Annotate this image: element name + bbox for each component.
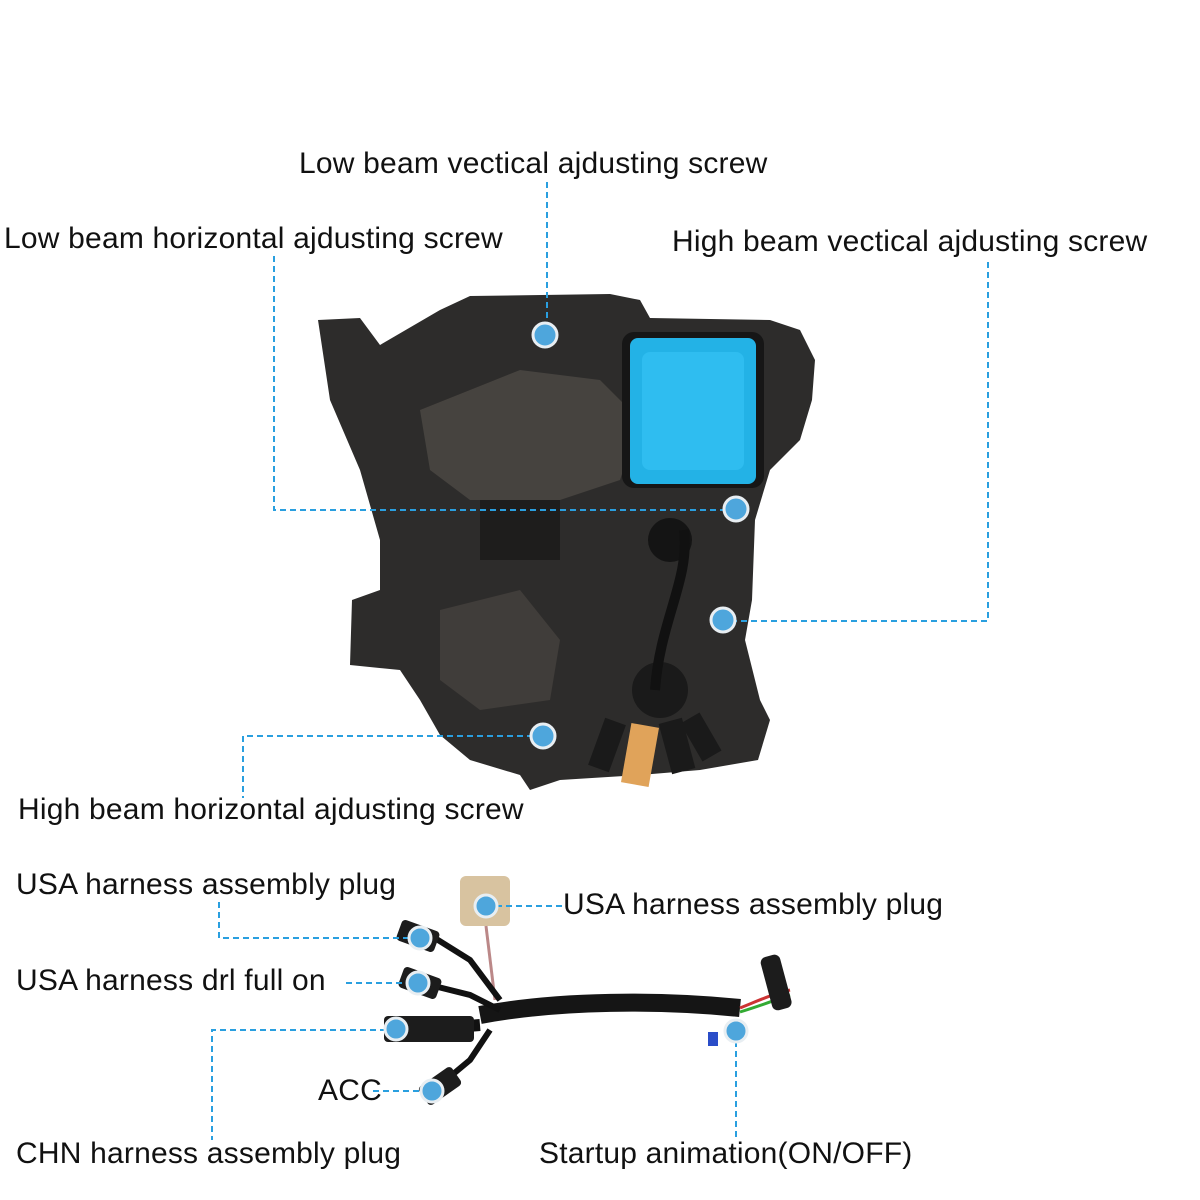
- marker-dots: [383, 321, 750, 1104]
- label-high-beam-vertical: High beam vectical ajdusting screw: [672, 225, 1148, 258]
- label-high-beam-horizontal: High beam horizontal ajdusting screw: [18, 793, 524, 826]
- label-low-beam-vertical: Low beam vectical ajdusting screw: [299, 147, 768, 180]
- dot-high-beam-vertical: [709, 606, 737, 634]
- dot-high-beam-horizontal: [529, 722, 557, 750]
- led-driver-module: [622, 332, 764, 488]
- label-usa-drl: USA harness drl full on: [16, 964, 326, 997]
- dot-usa-plug-right: [473, 893, 499, 919]
- dot-low-beam-horizontal: [722, 495, 750, 523]
- dot-usa-plug-left: [407, 925, 433, 951]
- wire-cable: [650, 529, 690, 691]
- dot-chn-plug: [383, 1016, 409, 1042]
- leader-lines: [211, 182, 989, 1140]
- label-startup: Startup animation(ON/OFF): [539, 1137, 913, 1170]
- dot-low-beam-vertical: [531, 321, 559, 349]
- connectors: [588, 712, 722, 787]
- dot-acc: [419, 1078, 445, 1104]
- label-usa-plug-right: USA harness assembly plug: [563, 888, 944, 921]
- dot-startup: [723, 1018, 749, 1044]
- label-chn-plug: CHN harness assembly plug: [16, 1137, 402, 1170]
- dot-usa-drl: [405, 970, 431, 996]
- label-acc: ACC: [318, 1074, 382, 1107]
- label-low-beam-horizontal: Low beam horizontal ajdusting screw: [4, 222, 503, 255]
- label-usa-plug-left: USA harness assembly plug: [16, 868, 397, 901]
